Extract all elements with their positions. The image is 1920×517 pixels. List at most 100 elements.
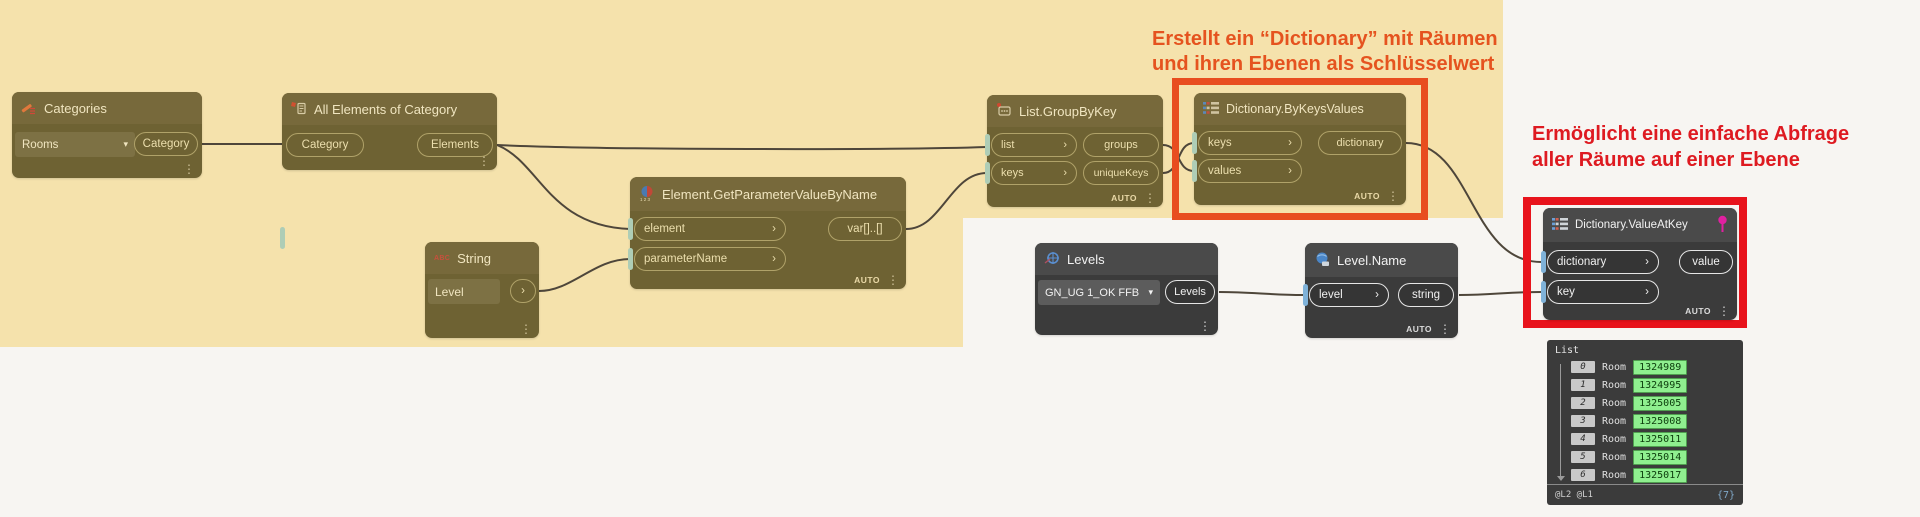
pin-icon[interactable] (1717, 215, 1728, 236)
input-port-nub[interactable] (985, 134, 990, 156)
chevron-down-icon: ▾ (1148, 287, 1153, 297)
input-port-nub[interactable] (1192, 132, 1197, 154)
more-options-icon[interactable]: ⋮ (887, 273, 899, 287)
port-output-value[interactable]: value (1679, 250, 1733, 274)
orange-highlight-box (1172, 78, 1428, 220)
port-output-groups[interactable]: groups (1083, 133, 1159, 157)
preview-header: List (1555, 345, 1580, 356)
node-title: Element.GetParameterValueByName (662, 186, 878, 202)
node-level-name[interactable]: Level.Name level› string AUTO ⋮ (1303, 243, 1458, 338)
level-tags[interactable]: @L2 @L1 (1555, 490, 1593, 500)
input-port-nub[interactable] (1303, 284, 1308, 306)
more-options-icon[interactable]: ⋮ (478, 154, 490, 168)
more-options-icon[interactable]: ⋮ (1387, 189, 1399, 203)
all-elements-icon (291, 100, 307, 119)
categories-icon (21, 99, 37, 118)
port-output-category[interactable]: Category (134, 132, 198, 156)
port-output-string[interactable]: string (1398, 283, 1454, 307)
node-title: String (457, 250, 492, 266)
port-arrow-icon: › (772, 253, 776, 265)
node-list-groupbykey[interactable]: List.GroupByKey list› keys› groups uniqu… (985, 95, 1163, 207)
node-title: Dictionary.ValueAtKey (1575, 219, 1688, 231)
input-port-nub[interactable] (1541, 281, 1546, 303)
port-output-levels[interactable]: Levels (1165, 280, 1215, 304)
input-port-nub[interactable] (628, 248, 633, 270)
list-groupbykey-icon (996, 102, 1012, 121)
annotation-query-note: Ermöglicht eine einfache Abfrage aller R… (1532, 123, 1850, 171)
port-arrow-icon: › (1063, 139, 1067, 151)
node-title: Dictionary.ByKeysValues (1226, 102, 1364, 116)
node-dictionary-bykeysvalues[interactable]: Dictionary.ByKeysValues keys› values› di… (1192, 93, 1406, 205)
port-input-element[interactable]: element› (634, 217, 786, 241)
element-getparameter-icon: 1 2 3 (639, 185, 655, 204)
port-arrow-icon: › (1288, 137, 1292, 149)
node-title: All Elements of Category (314, 101, 458, 117)
wire-levels-to-level[interactable] (1218, 291, 1304, 296)
input-port-nub[interactable] (628, 218, 633, 240)
port-input-values[interactable]: values› (1198, 159, 1302, 183)
port-input-list[interactable]: list› (991, 133, 1077, 157)
more-options-icon[interactable]: ⋮ (183, 162, 195, 176)
port-input-level[interactable]: level› (1309, 283, 1389, 307)
more-options-icon[interactable]: ⋮ (520, 322, 532, 336)
port-arrow-icon: › (1645, 286, 1649, 298)
node-element-getparametervaluebyname[interactable]: 1 2 3 Element.GetParameterValueByName el… (628, 177, 906, 289)
input-port-nub[interactable] (985, 162, 990, 184)
tree-guide-line (1560, 364, 1561, 476)
input-port-nub[interactable] (280, 227, 285, 249)
svg-text:1 2 3: 1 2 3 (640, 197, 651, 201)
lacing-indicator[interactable]: AUTO (1354, 191, 1380, 201)
categories-dropdown[interactable]: Rooms ▾ (15, 132, 135, 157)
more-options-icon[interactable]: ⋮ (1718, 304, 1730, 318)
abc-icon: ABC (434, 254, 451, 262)
port-output-elements[interactable]: Elements (417, 133, 493, 157)
port-input-dictionary[interactable]: dictionary› (1547, 250, 1659, 274)
input-port-nub[interactable] (1192, 160, 1197, 182)
node-levels[interactable]: Levels GN_UG 1_OK FFB ▾ Levels ⋮ (1035, 243, 1218, 335)
dictionary-icon (1203, 101, 1219, 118)
more-options-icon[interactable]: ⋮ (1199, 319, 1211, 333)
port-input-category[interactable]: Category (286, 133, 364, 157)
node-title: Level.Name (1337, 252, 1407, 268)
port-arrow-icon: › (1375, 289, 1379, 301)
string-value-input[interactable]: Level (428, 279, 500, 304)
port-arrow-icon: › (772, 223, 776, 235)
more-options-icon[interactable]: ⋮ (1439, 322, 1451, 336)
port-arrow-icon: › (1288, 165, 1292, 177)
node-title: Levels (1067, 251, 1105, 267)
levels-icon (1044, 250, 1060, 269)
lacing-indicator[interactable]: AUTO (1685, 306, 1711, 316)
port-input-keys[interactable]: keys› (991, 161, 1077, 185)
node-dictionary-valueatkey[interactable]: Dictionary.ValueAtKey dictionary› key› v… (1541, 208, 1737, 320)
node-all-elements-of-category[interactable]: All Elements of Category Category Elemen… (280, 93, 497, 249)
lacing-indicator[interactable]: AUTO (1111, 193, 1137, 203)
port-output-dictionary[interactable]: dictionary (1318, 131, 1402, 155)
node-categories[interactable]: Categories Rooms ▾ Category ⋮ (12, 92, 202, 178)
port-output-var[interactable]: var[]..[] (828, 217, 902, 241)
lacing-indicator[interactable]: AUTO (854, 275, 880, 285)
port-input-keys[interactable]: keys› (1198, 131, 1302, 155)
levels-dropdown[interactable]: GN_UG 1_OK FFB ▾ (1038, 280, 1160, 305)
dictionary-icon (1552, 217, 1568, 234)
input-port-nub[interactable] (1541, 251, 1546, 273)
item-count: {7} (1716, 489, 1735, 501)
port-output-string[interactable]: › (510, 279, 536, 303)
lacing-indicator[interactable]: AUTO (1406, 324, 1432, 334)
level-name-icon (1314, 251, 1330, 270)
node-string[interactable]: ABC String Level › ⋮ (425, 242, 539, 338)
port-input-key[interactable]: key› (1547, 280, 1659, 304)
port-input-parametername[interactable]: parameterName› (634, 247, 786, 271)
more-options-icon[interactable]: ⋮ (1144, 191, 1156, 205)
port-arrow-icon: › (1063, 167, 1067, 179)
chevron-down-icon: ▾ (123, 139, 128, 149)
port-output-uniquekeys[interactable]: uniqueKeys (1083, 161, 1159, 185)
